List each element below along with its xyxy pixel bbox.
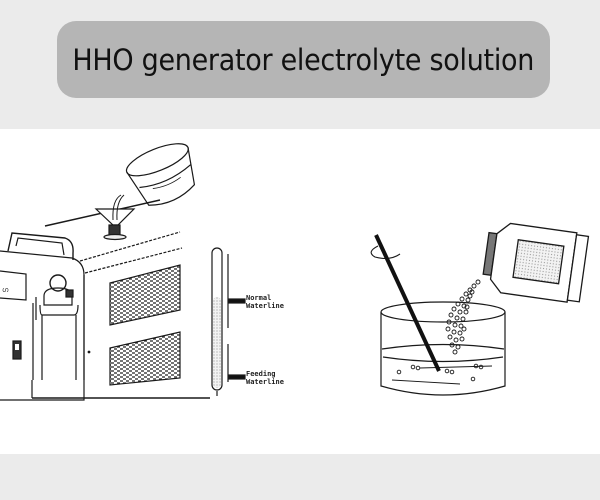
normal-waterline-line2: Waterline (246, 302, 284, 310)
page-title: HHO generator electrolyte solution (72, 42, 535, 77)
electrolyte-diagram: ഗ (0, 143, 590, 401)
feeding-waterline-line1: Feeding (246, 370, 276, 378)
hho-generator: ഗ (0, 143, 210, 401)
feeding-waterline-label: Feeding Waterline (246, 370, 284, 386)
title-banner: HHO generator electrolyte solution (57, 21, 550, 98)
normal-waterline-line1: Normal (246, 294, 272, 302)
mixing-beaker (370, 234, 506, 396)
normal-waterline-label: Normal Waterline (246, 294, 284, 310)
illustration-panel: ഗ (0, 129, 600, 454)
svg-text:ഗ: ഗ (2, 286, 9, 294)
electrolyte-jar (482, 222, 590, 303)
waterline-gauge (211, 247, 246, 396)
feeding-waterline-line2: Waterline (246, 378, 284, 386)
